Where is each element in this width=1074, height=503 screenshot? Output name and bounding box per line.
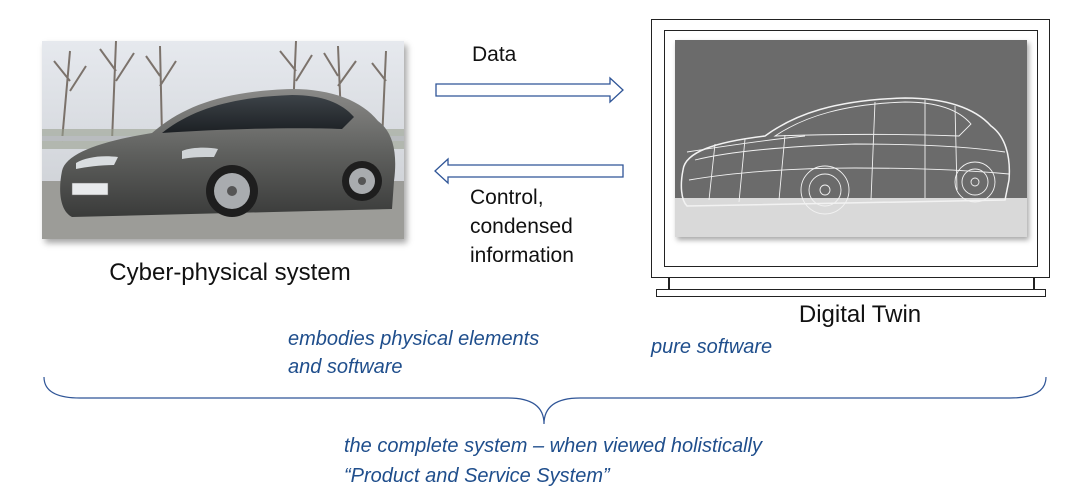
digital-twin-note: pure software — [651, 336, 773, 358]
monitor-leg — [668, 277, 670, 289]
digital-twin-label: Digital Twin — [798, 301, 922, 328]
digital-twin-wireframe-image — [675, 40, 1027, 237]
monitor-stand — [656, 289, 1046, 297]
data-arrow-right — [435, 76, 624, 104]
data-arrow-label: Data — [472, 43, 517, 66]
monitor-leg — [1033, 277, 1035, 289]
cyber-physical-system-note: embodies physical elements and software — [288, 328, 540, 378]
cyber-physical-car-photo — [42, 41, 404, 239]
holistic-system-note: the complete system – when viewed holist… — [344, 435, 762, 457]
product-service-system-label: “Product and Service System” — [344, 465, 610, 487]
control-arrow-left — [434, 157, 624, 185]
cyber-physical-system-label: Cyber-physical system — [109, 259, 351, 286]
control-arrow-label: Control, condensed information — [470, 186, 574, 267]
